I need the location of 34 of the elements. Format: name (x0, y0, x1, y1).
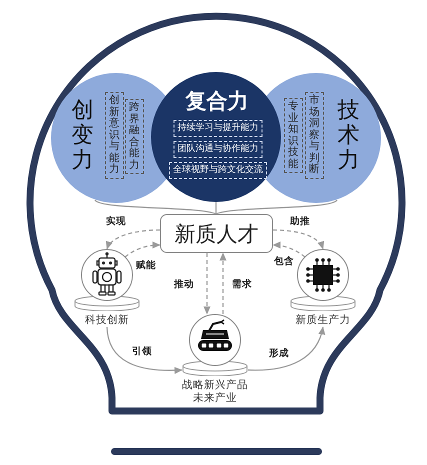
circle-title: 技术力 (337, 98, 360, 173)
node-label: 未来产业 (193, 392, 237, 405)
edge-label: 实现 (105, 216, 127, 228)
arrow (272, 242, 306, 258)
rounded-box: 新质人才 (160, 214, 273, 253)
dashed-box: 跨界融合能力 (125, 99, 144, 174)
arrow (124, 242, 160, 258)
node-label: 新质生产力 (296, 314, 350, 327)
edge-label: 助推 (289, 216, 311, 228)
edge-label: 需求 (231, 279, 253, 291)
edge-label: 包含 (273, 256, 295, 268)
arrow (248, 326, 325, 371)
dashed-box: 全球视野与跨文化交流 (169, 162, 267, 179)
arrow (106, 229, 160, 250)
edge-label: 赋能 (135, 260, 157, 272)
connector-line (94, 200, 216, 215)
arrow (106, 326, 182, 374)
circle-title: 创变力 (71, 98, 94, 173)
dashed-box: 专业知识技能 (284, 98, 303, 173)
node-label: 战略新兴产品 (182, 379, 248, 392)
dashed-box: 团队沟通与协作能力 (174, 141, 262, 158)
dashed-box: 市场洞察与判断 (305, 92, 324, 178)
dashed-box: 持续学习与提升能力 (174, 120, 262, 137)
edge-label: 形成 (268, 348, 290, 360)
dashed-box: 创新意识与能力 (105, 92, 124, 178)
arrow (204, 253, 210, 314)
connector-line (216, 200, 338, 215)
node-label: 科技创新 (85, 314, 129, 327)
arrow (220, 252, 226, 314)
connector-line (215, 202, 217, 214)
arrow (272, 229, 324, 250)
edge-label: 推动 (173, 279, 195, 291)
edge-label: 引领 (131, 346, 153, 358)
circle-title: 复合力 (186, 89, 248, 113)
